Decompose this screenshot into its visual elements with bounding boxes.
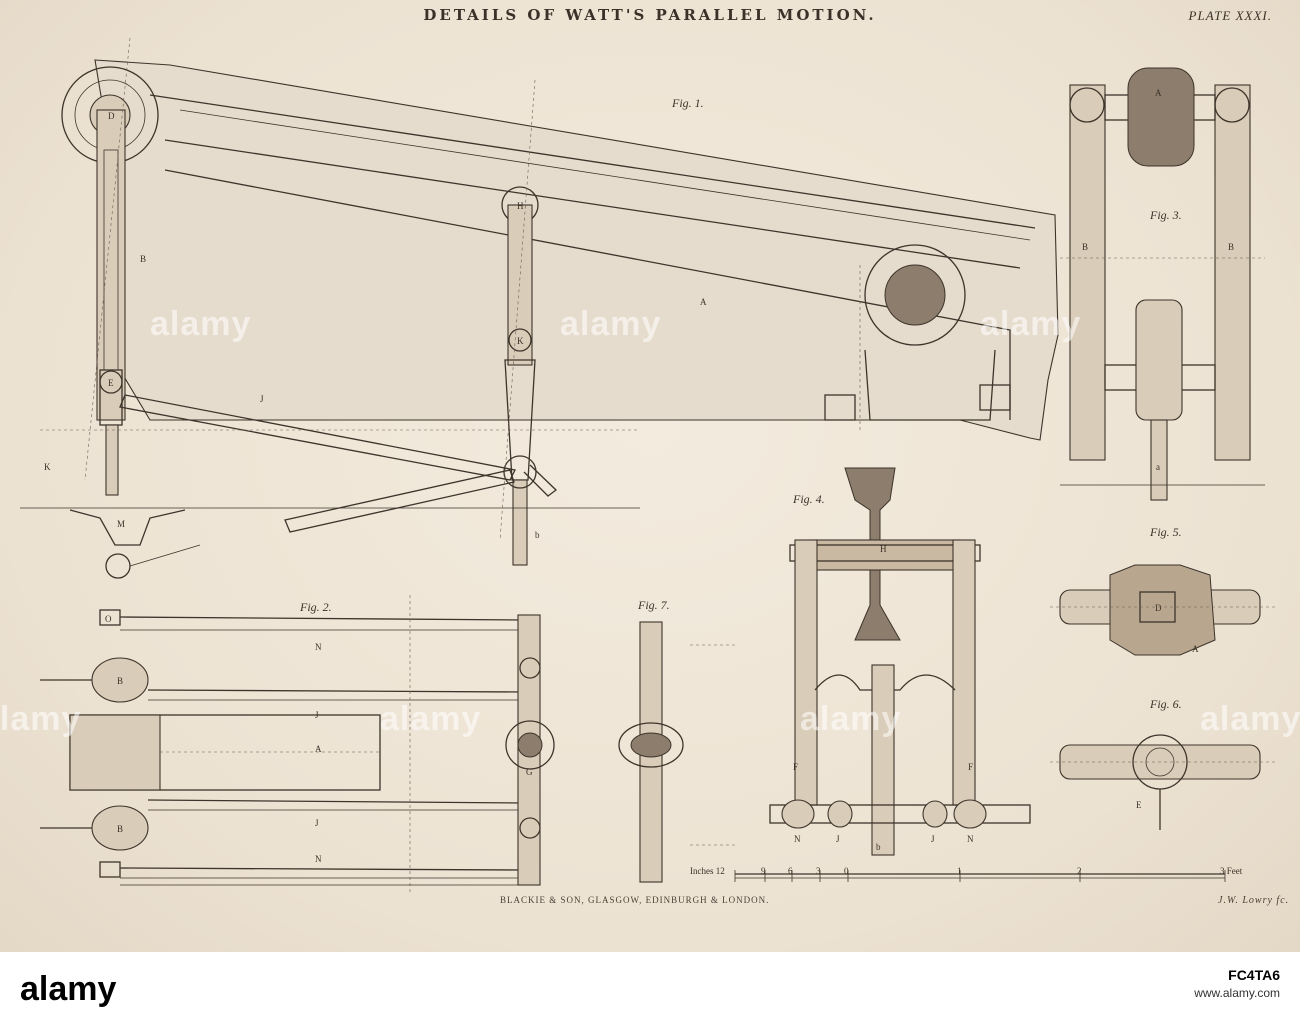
watermark-4: alamy [0, 700, 82, 738]
svg-text:G: G [526, 767, 533, 777]
svg-text:D: D [108, 111, 115, 121]
svg-text:A: A [1155, 88, 1162, 98]
fig-5-label: Fig. 5. [1150, 525, 1182, 539]
scale-tick-6: 6 [788, 866, 793, 876]
engraved-plate: DETAILS OF WATT'S PARALLEL MOTION. PLATE… [0, 0, 1300, 952]
scale-tick-1: 1 [957, 866, 962, 876]
engraving-drawing: D E H K B A J K M b [20, 37, 1275, 895]
svg-text:K: K [517, 336, 524, 346]
svg-text:D: D [1155, 603, 1162, 613]
fig-1-label: Fig. 1. [672, 96, 704, 110]
site-url: www.alamy.com [1194, 986, 1280, 1000]
fig-2-label: Fig. 2. [300, 600, 332, 614]
fig-1-beam: D E H K B A J K M b [20, 37, 1059, 579]
scale-bar [734, 870, 1226, 882]
svg-text:K: K [44, 462, 51, 472]
footer-meta: FC4TA6 www.alamy.com [1194, 966, 1280, 1002]
plate-title: DETAILS OF WATT'S PARALLEL MOTION. [423, 6, 877, 24]
svg-text:J: J [260, 394, 264, 404]
image-id: FC4TA6 [1228, 967, 1280, 983]
watermark-5: alamy [380, 700, 482, 738]
scale-tick-3-feet: 3 Feet [1220, 866, 1243, 876]
svg-text:E: E [108, 378, 114, 388]
fig-4-crosshead: H F F b N J J N [769, 467, 1031, 856]
fig-5-pin: D A [1050, 564, 1275, 656]
svg-text:B: B [140, 254, 146, 264]
alamy-logo: alamy [20, 970, 117, 1008]
watermark-3: alamy [980, 305, 1082, 343]
svg-text:A: A [1192, 644, 1199, 654]
fig-2-plan: O B B N J A J N G [40, 595, 555, 895]
fig-6-label: Fig. 6. [1150, 697, 1182, 711]
svg-text:b: b [535, 530, 540, 540]
watermark-1: alamy [150, 305, 252, 343]
svg-text:O: O [105, 614, 112, 624]
svg-text:B: B [1082, 242, 1088, 252]
scale-tick-3: 3 [816, 866, 821, 876]
svg-text:J: J [931, 834, 935, 844]
svg-text:M: M [117, 519, 125, 529]
watermark-6: alamy [800, 700, 902, 738]
watermark-7: alamy [1200, 700, 1300, 738]
svg-text:B: B [1228, 242, 1234, 252]
svg-text:F: F [968, 762, 973, 772]
svg-text:a: a [1156, 462, 1160, 472]
svg-text:J: J [836, 834, 840, 844]
svg-text:N: N [315, 642, 322, 652]
svg-text:J: J [315, 818, 319, 828]
fig-7-label: Fig. 7. [638, 598, 670, 612]
fig-4-label: Fig. 4. [793, 492, 825, 506]
svg-text:N: N [967, 834, 974, 844]
svg-text:J: J [315, 710, 319, 720]
scale-tick-9: 9 [761, 866, 766, 876]
svg-text:N: N [794, 834, 801, 844]
fig-6-pin: E [1050, 734, 1275, 830]
svg-text:H: H [517, 201, 524, 211]
plate-number: PLATE XXXI. [1188, 8, 1272, 23]
scale-tick-2: 2 [1077, 866, 1082, 876]
fig-3-elevation: A B B a [1060, 67, 1265, 501]
watermark-2: alamy [560, 305, 662, 343]
svg-text:H: H [880, 544, 887, 554]
svg-text:B: B [117, 676, 123, 686]
svg-text:A: A [700, 297, 707, 307]
svg-text:N: N [315, 854, 322, 864]
svg-text:E: E [1136, 800, 1142, 810]
svg-text:B: B [117, 824, 123, 834]
scale-tick-0: 0 [844, 866, 849, 876]
svg-text:b: b [876, 842, 881, 852]
engraver-credit: J.W. Lowry fc. [1218, 895, 1290, 906]
fig-3-label: Fig. 3. [1150, 208, 1182, 222]
svg-text:F: F [793, 762, 798, 772]
scale-inches-label: Inches 12 [690, 866, 725, 876]
stock-footer: alamy FC4TA6 www.alamy.com [0, 952, 1300, 1030]
fig-7-link [618, 621, 735, 883]
svg-text:A: A [315, 744, 322, 754]
publisher-credit: BLACKIE & SON, GLASGOW, EDINBURGH & LOND… [500, 895, 770, 905]
